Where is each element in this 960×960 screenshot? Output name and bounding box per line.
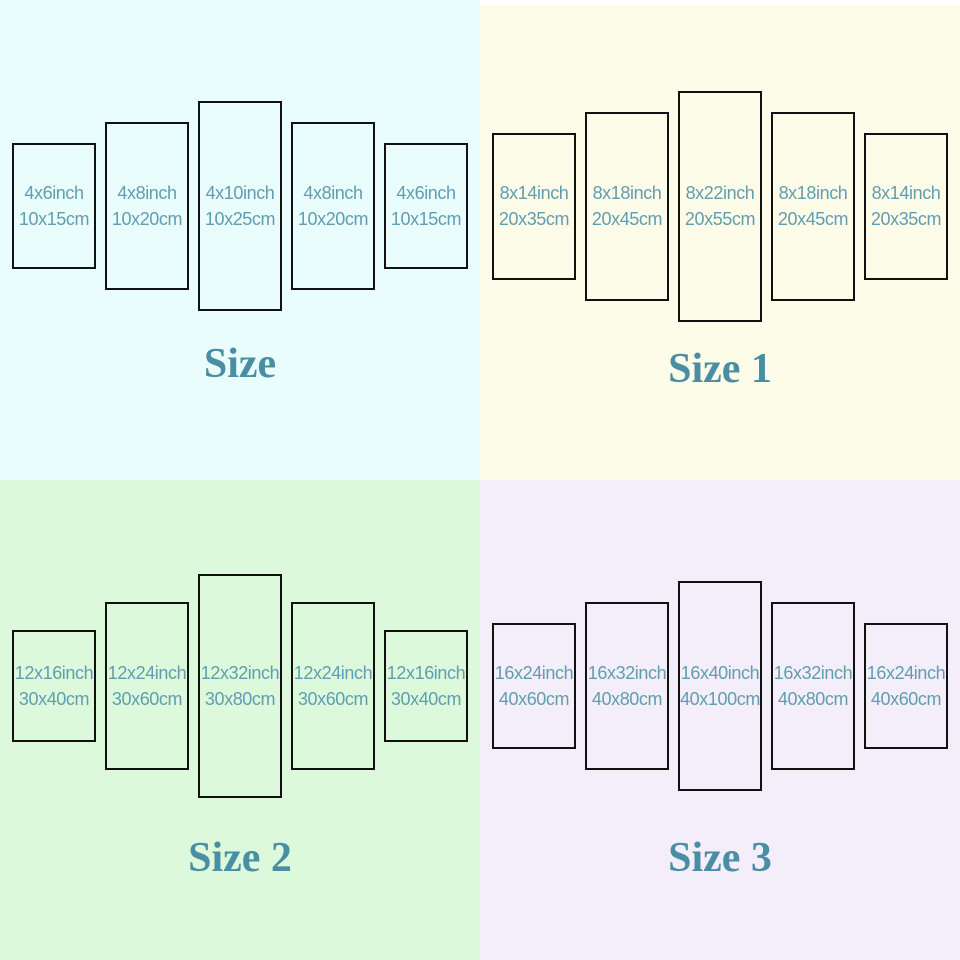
panel-size-label: 12x16inch 30x40cm (386, 660, 466, 712)
panel-cm-size: 40x80cm (777, 689, 849, 709)
panel-size-label: 12x24inch 30x60cm (293, 660, 373, 712)
section-title: Size 2 (188, 835, 292, 881)
panel-inch-size: 16x32inch (587, 663, 667, 683)
panel-inch-size: 4x6inch (24, 183, 84, 203)
panel-cm-size: 30x40cm (18, 689, 90, 709)
canvas-panel: 8x18inch 20x45cm (585, 111, 669, 301)
panel-size-label: 4x8inch 10x20cm (111, 180, 183, 232)
canvas-panel: 12x24inch 30x60cm (105, 602, 189, 770)
panel-cm-size: 10x20cm (297, 209, 369, 229)
canvas-panel: 12x16inch 30x40cm (384, 630, 468, 742)
canvas-panel: 16x32inch 40x80cm (585, 602, 669, 770)
panel-cm-size: 10x20cm (111, 209, 183, 229)
panel-size-label: 8x22inch 20x55cm (684, 180, 756, 232)
panel-inch-size: 12x24inch (107, 663, 187, 683)
canvas-panel: 8x14inch 20x35cm (492, 132, 576, 280)
panel-inch-size: 12x32inch (200, 663, 280, 683)
panel-cm-size: 10x15cm (18, 209, 90, 229)
panel-size-label: 16x24inch 40x60cm (866, 660, 946, 712)
panel-inch-size: 8x18inch (778, 183, 848, 203)
panel-size-label: 16x40inch 40x100cm (680, 660, 760, 712)
canvas-panel: 4x10inch 10x25cm (198, 101, 282, 311)
panel-cm-size: 20x55cm (684, 209, 756, 229)
canvas-panel: 12x16inch 30x40cm (12, 630, 96, 742)
panel-size-label: 12x32inch 30x80cm (200, 660, 280, 712)
canvas-panel: 16x40inch 40x100cm (678, 581, 762, 791)
panel-cm-size: 40x60cm (498, 689, 570, 709)
panel-cm-size: 30x60cm (297, 689, 369, 709)
panel-cm-size: 20x35cm (498, 209, 570, 229)
section-title: Size (203, 341, 277, 387)
size-chart-section-size-3: 16x24inch 40x60cm 16x32inch 40x80cm 16x4… (480, 480, 960, 960)
canvas-panel: 16x32inch 40x80cm (771, 602, 855, 770)
canvas-panel: 12x32inch 30x80cm (198, 574, 282, 798)
panel-inch-size: 8x18inch (592, 183, 662, 203)
panel-inch-size: 8x14inch (871, 183, 941, 203)
panel-cm-size: 40x60cm (870, 689, 942, 709)
panel-size-label: 8x18inch 20x45cm (591, 180, 663, 232)
canvas-panel: 8x14inch 20x35cm (864, 132, 948, 280)
panel-inch-size: 4x8inch (117, 183, 177, 203)
panel-size-label: 8x14inch 20x35cm (498, 180, 570, 232)
canvas-panel: 4x6inch 10x15cm (384, 143, 468, 269)
size-chart-section-size-2: 12x16inch 30x40cm 12x24inch 30x60cm 12x3… (0, 480, 480, 960)
panel-size-label: 4x6inch 10x15cm (390, 180, 462, 232)
canvas-panel: 12x24inch 30x60cm (291, 602, 375, 770)
panel-row: 12x16inch 30x40cm 12x24inch 30x60cm 12x3… (0, 480, 480, 892)
panel-size-label: 8x18inch 20x45cm (777, 180, 849, 232)
panel-cm-size: 40x100cm (680, 689, 760, 709)
panel-size-label: 12x24inch 30x60cm (107, 660, 187, 712)
canvas-panel: 8x18inch 20x45cm (771, 111, 855, 301)
panel-cm-size: 20x35cm (870, 209, 942, 229)
panel-inch-size: 12x16inch (386, 663, 466, 683)
panel-row: 16x24inch 40x60cm 16x32inch 40x80cm 16x4… (480, 480, 960, 892)
panel-size-label: 12x16inch 30x40cm (14, 660, 94, 712)
panel-inch-size: 12x16inch (14, 663, 94, 683)
panel-size-label: 16x24inch 40x60cm (494, 660, 574, 712)
panel-size-label: 4x10inch 10x25cm (204, 180, 276, 232)
panel-size-label: 4x8inch 10x20cm (297, 180, 369, 232)
panel-cm-size: 10x25cm (204, 209, 276, 229)
section-title: Size 3 (668, 835, 772, 881)
panel-size-label: 8x14inch 20x35cm (870, 180, 942, 232)
panel-cm-size: 20x45cm (591, 209, 663, 229)
panel-inch-size: 4x6inch (396, 183, 456, 203)
size-chart-section-size: 4x6inch 10x15cm 4x8inch 10x20cm 4x10inch… (0, 0, 480, 480)
canvas-panel: 8x22inch 20x55cm (678, 90, 762, 322)
canvas-panel: 16x24inch 40x60cm (492, 623, 576, 749)
size-chart-section-size-1: 8x14inch 20x35cm 8x18inch 20x45cm 8x22in… (480, 0, 960, 480)
panel-inch-size: 16x24inch (866, 663, 946, 683)
panel-inch-size: 8x14inch (499, 183, 569, 203)
panel-row: 8x14inch 20x35cm 8x18inch 20x45cm 8x22in… (480, 5, 960, 407)
panel-cm-size: 30x60cm (111, 689, 183, 709)
canvas-panel: 4x8inch 10x20cm (105, 122, 189, 290)
panel-inch-size: 12x24inch (293, 663, 373, 683)
canvas-panel: 4x6inch 10x15cm (12, 143, 96, 269)
canvas-panel: 16x24inch 40x60cm (864, 623, 948, 749)
panel-cm-size: 40x80cm (591, 689, 663, 709)
panel-inch-size: 4x8inch (303, 183, 363, 203)
panel-cm-size: 20x45cm (777, 209, 849, 229)
panel-inch-size: 8x22inch (685, 183, 755, 203)
panel-row: 4x6inch 10x15cm 4x8inch 10x20cm 4x10inch… (0, 0, 480, 412)
panel-inch-size: 4x10inch (205, 183, 275, 203)
panel-cm-size: 30x40cm (390, 689, 462, 709)
panel-cm-size: 10x15cm (390, 209, 462, 229)
panel-inch-size: 16x40inch (680, 663, 760, 683)
panel-size-label: 16x32inch 40x80cm (587, 660, 667, 712)
panel-cm-size: 30x80cm (204, 689, 276, 709)
panel-inch-size: 16x32inch (773, 663, 853, 683)
panel-inch-size: 16x24inch (494, 663, 574, 683)
canvas-panel: 4x8inch 10x20cm (291, 122, 375, 290)
panel-size-label: 4x6inch 10x15cm (18, 180, 90, 232)
panel-size-label: 16x32inch 40x80cm (773, 660, 853, 712)
section-title: Size 1 (668, 346, 772, 392)
